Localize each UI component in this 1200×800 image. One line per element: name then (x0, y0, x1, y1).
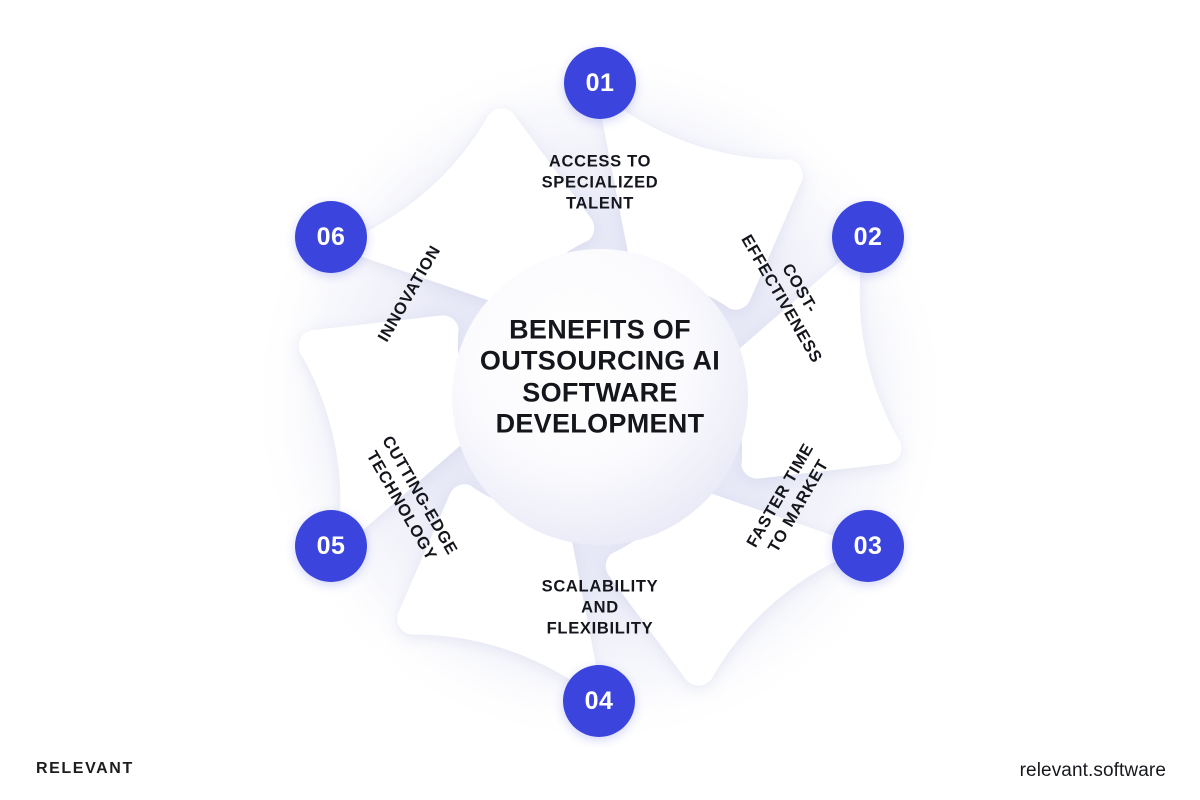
segment-badge-06[interactable]: 06 (295, 201, 367, 273)
segment-badge-04[interactable]: 04 (563, 665, 635, 737)
petal-segment-06 (353, 108, 595, 307)
brand-logo: RELEVANT (36, 760, 134, 777)
petal-segment-04 (397, 484, 599, 690)
website-url[interactable]: relevant.software (1019, 760, 1166, 781)
petal-segment-02 (721, 258, 902, 479)
segment-badge-05[interactable]: 05 (295, 510, 367, 582)
center-hub-disc (452, 249, 748, 545)
segment-badge-01[interactable]: 01 (564, 47, 636, 119)
petal-segment-05 (298, 315, 479, 536)
segment-badge-03[interactable]: 03 (832, 510, 904, 582)
petal-segment-03 (605, 487, 847, 686)
segment-label-04: SCALABILITY AND FLEXIBILITY (541, 577, 659, 638)
petal-segment-01 (601, 104, 803, 310)
petal-group (298, 104, 902, 690)
segment-label-01: ACCESS TO SPECIALIZED TALENT (541, 152, 659, 213)
segment-badge-02[interactable]: 02 (832, 201, 904, 273)
